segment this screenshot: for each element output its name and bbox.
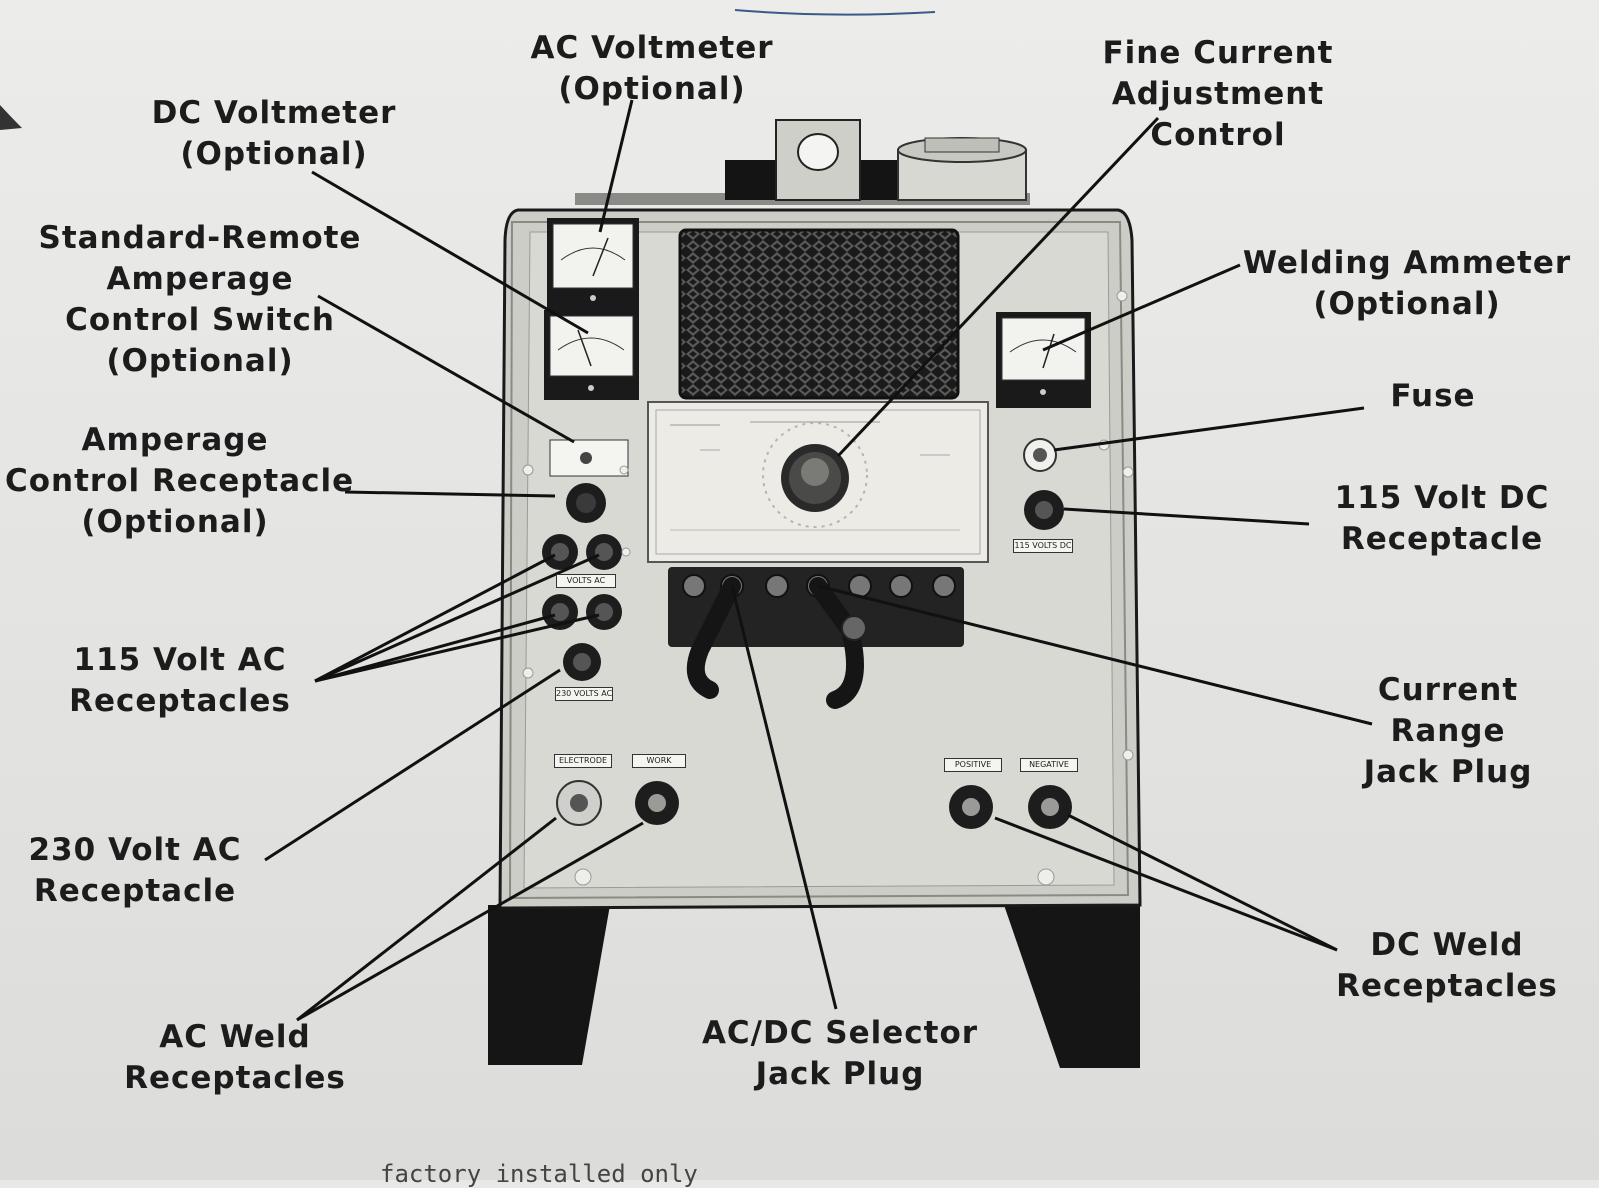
- label-line: DC Weld: [1370, 927, 1524, 963]
- label-acdc-selector: AC/DC Selector Jack Plug: [690, 1013, 990, 1095]
- footer-note: factory installed only: [380, 1160, 698, 1188]
- fine-current-plate: [647, 401, 989, 563]
- label-line: (Optional): [1313, 286, 1501, 322]
- volts-ac-plate: VOLTS AC: [556, 574, 616, 588]
- label-line: Receptacles: [69, 683, 291, 719]
- label-115v-ac-receptacles: 115 Volt AC Receptacles: [45, 640, 315, 722]
- ac-voltmeter-unit: [547, 218, 639, 310]
- label-line: Receptacles: [124, 1060, 346, 1096]
- label-line: Range: [1390, 713, 1506, 749]
- left-foot: [488, 905, 610, 1065]
- label-line: 115 Volt AC: [73, 642, 287, 678]
- label-230v-ac-receptacle: 230 Volt AC Receptacle: [5, 830, 265, 912]
- label-line: Welding Ammeter: [1242, 245, 1572, 281]
- weld-receptacles: [556, 780, 1072, 829]
- label-line: Amperage: [81, 422, 269, 458]
- label-line: (Optional): [558, 71, 746, 107]
- label-fuse: Fuse: [1368, 376, 1498, 417]
- label-line: 230 Volt AC: [28, 832, 242, 868]
- ventilation-grille: [678, 228, 960, 400]
- top-fixtures: [575, 119, 1030, 205]
- label-line: 115 Volt DC: [1334, 480, 1550, 516]
- label-ac-voltmeter: AC Voltmeter (Optional): [502, 28, 802, 110]
- label-fine-current: Fine Current Adjustment Control: [1068, 33, 1368, 156]
- label-line: (Optional): [81, 504, 269, 540]
- work-plate: WORK: [632, 754, 686, 768]
- label-line: Receptacle: [1340, 521, 1544, 557]
- label-line: Control: [1150, 117, 1286, 153]
- label-ac-weld-receptacles: AC Weld Receptacles: [110, 1017, 360, 1099]
- label-line: Jack Plug: [755, 1056, 925, 1092]
- edge-mark: [0, 105, 22, 130]
- label-line: Fuse: [1390, 378, 1476, 414]
- negative-plate: NEGATIVE: [1020, 758, 1078, 772]
- label-line: (Optional): [106, 343, 294, 379]
- label-line: Control Switch: [65, 302, 335, 338]
- label-line: Current: [1377, 672, 1519, 708]
- label-line: Amperage: [106, 261, 294, 297]
- label-standard-remote: Standard-Remote Amperage Control Switch …: [30, 218, 370, 382]
- label-line: AC Weld: [159, 1019, 311, 1055]
- label-line: Receptacle: [33, 873, 237, 909]
- label-line: Fine Current: [1102, 35, 1334, 71]
- label-line: Control Receptacle: [5, 463, 355, 499]
- label-line: Adjustment: [1111, 76, 1325, 112]
- label-line: DC Voltmeter: [151, 95, 397, 131]
- label-line: AC Voltmeter: [530, 30, 774, 66]
- label-line: Receptacles: [1336, 968, 1558, 1004]
- label-line: Standard-Remote: [38, 220, 362, 256]
- label-current-range: Current Range Jack Plug: [1328, 670, 1568, 793]
- electrode-plate: ELECTRODE: [554, 754, 612, 768]
- label-115v-dc-receptacle: 115 Volt DC Receptacle: [1302, 478, 1582, 560]
- welding-ammeter-unit: [996, 312, 1091, 408]
- pen-mark: [734, 9, 936, 16]
- right-controls: [1023, 438, 1064, 530]
- label-amperage-control-receptacle: Amperage Control Receptacle (Optional): [5, 420, 355, 543]
- leader-lines: [264, 99, 1373, 1022]
- right-foot: [1004, 905, 1140, 1068]
- 230-volts-ac-plate: 230 VOLTS AC: [555, 687, 613, 701]
- label-line: AC/DC Selector: [701, 1015, 979, 1051]
- 115-volts-dc-plate: 115 VOLTS DC: [1013, 539, 1073, 553]
- label-line: Jack Plug: [1363, 754, 1533, 790]
- label-dc-weld-receptacles: DC Weld Receptacles: [1322, 925, 1572, 1007]
- label-dc-voltmeter: DC Voltmeter (Optional): [124, 93, 424, 175]
- label-line: (Optional): [180, 136, 368, 172]
- dc-voltmeter-unit: [544, 310, 639, 400]
- label-welding-ammeter: Welding Ammeter (Optional): [1242, 243, 1572, 325]
- positive-plate: POSITIVE: [944, 758, 1002, 772]
